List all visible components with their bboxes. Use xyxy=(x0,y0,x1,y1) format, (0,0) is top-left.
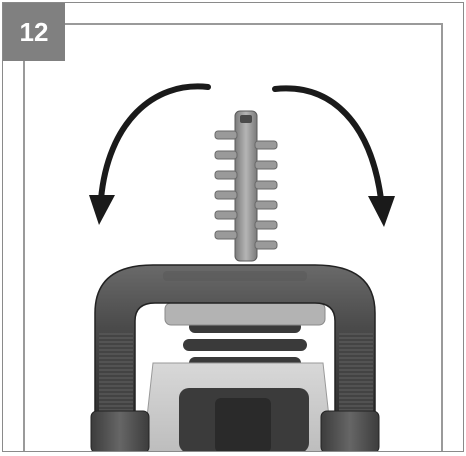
hedge-trimmer-illustration xyxy=(89,83,395,451)
front-handle xyxy=(94,264,376,424)
curved-arrow-left-icon xyxy=(89,83,211,225)
step-number: 12 xyxy=(19,17,49,47)
step-number-badge: 12 xyxy=(3,3,65,61)
tool-body xyxy=(142,302,334,451)
manual-figure: 12 xyxy=(2,2,464,452)
blade xyxy=(214,110,278,262)
side-grips xyxy=(90,410,380,451)
curved-arrow-right-icon xyxy=(272,85,395,227)
guard-fins xyxy=(183,321,307,369)
